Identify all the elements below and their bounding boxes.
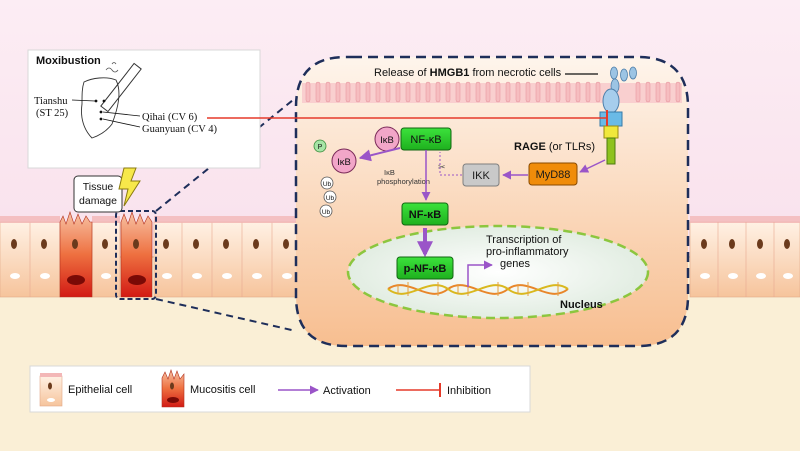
rage-label-suffix: (or TLRs) bbox=[546, 141, 595, 153]
legend-activation-label: Activation bbox=[323, 385, 371, 397]
rage-to-myd88-arrow bbox=[579, 159, 606, 173]
acupoint-tianshu-code: (ST 25) bbox=[36, 108, 69, 119]
ikb-release-arrow bbox=[358, 147, 401, 162]
lightning-icon bbox=[118, 167, 141, 207]
ub-label-1: Ub bbox=[323, 181, 332, 188]
rage-label-bold: RAGE bbox=[514, 141, 546, 153]
ub-label-3: Ub bbox=[322, 209, 331, 216]
ub-label-2: Ub bbox=[326, 195, 335, 202]
ikb-released-label: IκB bbox=[337, 157, 351, 168]
hmgb1-release-bold: HMGB1 bbox=[430, 67, 470, 79]
legend-mucositis-label: Mucositis cell bbox=[190, 384, 255, 396]
ikb-phos-line1: IκB bbox=[384, 168, 395, 177]
myd88-label: MyD88 bbox=[536, 169, 571, 181]
legend-epithelial-icon bbox=[39, 373, 63, 407]
cleave-icon: ✂ bbox=[438, 162, 446, 172]
dna-helix bbox=[387, 282, 569, 296]
abdomen-sketch bbox=[81, 77, 120, 139]
moxibustion-panel: Moxibustion Tianshu (ST 25) Qihai (CV 6)… bbox=[27, 49, 261, 169]
legend-inhibition-label: Inhibition bbox=[447, 385, 491, 397]
transcription-arrow bbox=[467, 260, 493, 287]
microvilli bbox=[302, 81, 682, 103]
legend-epithelial-label: Epithelial cell bbox=[68, 384, 132, 396]
ikb-phos-line2: phosphorylation bbox=[377, 177, 430, 186]
mucositis-cell-damaged bbox=[120, 211, 153, 298]
nfkb-free: NF-κB bbox=[401, 202, 449, 226]
transcription-line3: genes bbox=[500, 258, 530, 270]
tissue-damage-line1: Tissue bbox=[83, 181, 114, 193]
acupoint-qihai: Qihai (CV 6) bbox=[142, 112, 198, 123]
p-nfkb-label: p-NF-κB bbox=[404, 263, 447, 275]
tissue-damage-callout: Tissue damage bbox=[73, 175, 123, 213]
ikb-nfkb-complex: IκB NF-κB bbox=[374, 126, 452, 152]
rage-label: RAGE (or TLRs) bbox=[514, 141, 595, 153]
legend-mucositis-icon bbox=[161, 369, 185, 408]
rage-receptor bbox=[599, 88, 623, 165]
zoom-panel-border bbox=[294, 55, 690, 348]
ikk-box: IKK bbox=[462, 163, 500, 187]
damaged-cell-highlight bbox=[115, 210, 157, 300]
phospho-marker bbox=[313, 139, 327, 153]
ikk-phosphorylation-link bbox=[439, 152, 462, 176]
acupoint-guanyuan: Guanyuan (CV 4) bbox=[142, 124, 218, 135]
hmgb1-release-label: Release of HMGB1 from necrotic cells bbox=[374, 67, 562, 79]
ikb-released: IκB P Ub Ub Ub bbox=[313, 139, 357, 218]
transcription-line2: pro-inflammatory bbox=[486, 246, 569, 258]
ikb-complex-label: IκB bbox=[380, 135, 394, 146]
phospho-label: P bbox=[318, 144, 323, 151]
tissue-damage-line2: damage bbox=[79, 195, 117, 207]
nfkb-free-label: NF-κB bbox=[409, 209, 441, 221]
acupoint-tianshu: Tianshu bbox=[34, 96, 68, 107]
moxibustion-title: Moxibustion bbox=[36, 55, 101, 67]
hmgb1-release-prefix: Release of bbox=[374, 67, 430, 79]
ikk-label: IKK bbox=[472, 170, 490, 182]
hmgb1-release-suffix: from necrotic cells bbox=[469, 67, 561, 79]
mucositis-cell bbox=[59, 211, 93, 298]
p-nfkb: p-NF-κB bbox=[396, 256, 454, 280]
legend: Epithelial cell Mucositis cell Activatio… bbox=[29, 365, 531, 413]
epithelium-right bbox=[689, 216, 800, 298]
transcription-line1: Transcription of bbox=[486, 234, 562, 246]
nfkb-complex-label: NF-κB bbox=[410, 134, 441, 146]
nucleus-label: Nucleus bbox=[560, 299, 603, 311]
myd88-box: MyD88 bbox=[528, 162, 578, 186]
